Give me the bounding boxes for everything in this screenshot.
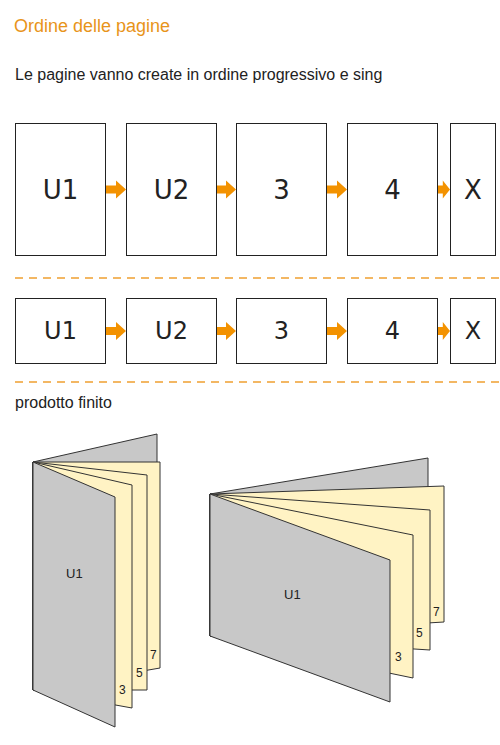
page-number: U1 bbox=[43, 177, 79, 203]
flow-arrow bbox=[438, 181, 450, 199]
page-label: 7 bbox=[433, 606, 440, 618]
page-number: X bbox=[465, 319, 481, 343]
dashed-divider bbox=[15, 381, 500, 383]
page-number: 4 bbox=[384, 177, 401, 203]
portrait-booklet bbox=[33, 434, 160, 727]
page-label: 5 bbox=[416, 627, 423, 639]
flow-arrow bbox=[106, 181, 126, 199]
flow-arrow bbox=[327, 322, 347, 340]
page-number: 3 bbox=[274, 319, 289, 343]
flow-arrow bbox=[217, 181, 236, 199]
page-label: 3 bbox=[119, 684, 126, 696]
flow-arrow bbox=[217, 322, 236, 340]
cover-label: U1 bbox=[66, 567, 83, 580]
page-box: U1 bbox=[15, 298, 106, 364]
page-box: 3 bbox=[236, 123, 327, 256]
page-box: 4 bbox=[347, 123, 438, 256]
page-box: U2 bbox=[126, 298, 217, 364]
page-box: X bbox=[450, 123, 496, 256]
flow-arrow bbox=[106, 322, 126, 340]
title: Ordine delle pagine bbox=[14, 16, 170, 37]
page-number: X bbox=[464, 177, 482, 203]
page-label: 5 bbox=[136, 667, 143, 679]
flow-arrow bbox=[327, 181, 347, 199]
page-number: U1 bbox=[44, 319, 77, 343]
page-number: U2 bbox=[154, 177, 190, 203]
page-box: U2 bbox=[126, 123, 217, 256]
section-label: prodotto finito bbox=[15, 395, 112, 411]
page-box: U1 bbox=[15, 123, 106, 256]
landscape-booklet bbox=[210, 458, 444, 702]
intro-text: Le pagine vanno create in ordine progres… bbox=[15, 67, 382, 83]
dashed-divider bbox=[15, 277, 500, 279]
page-box: 4 bbox=[347, 298, 438, 364]
page-number: 3 bbox=[273, 177, 290, 203]
page-box: X bbox=[450, 298, 496, 364]
flow-arrow bbox=[438, 322, 450, 340]
cover-label: U1 bbox=[284, 588, 301, 601]
page-box: 3 bbox=[236, 298, 327, 364]
page-number: 4 bbox=[385, 319, 400, 343]
page-label: 3 bbox=[395, 651, 402, 663]
page-number: U2 bbox=[155, 319, 188, 343]
page-label: 7 bbox=[150, 649, 157, 661]
